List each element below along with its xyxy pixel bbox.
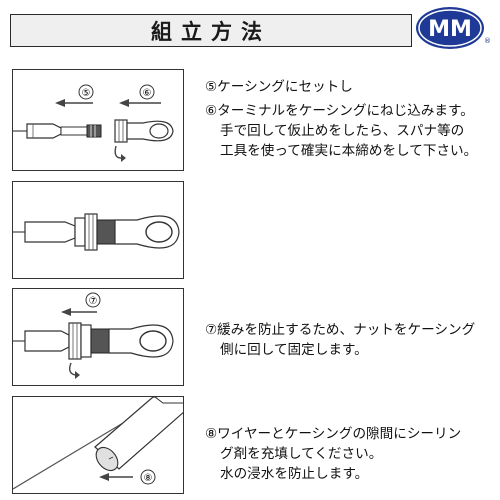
mm-logo: MM (416, 7, 484, 49)
step-8-text: ⑧ワイヤーとケーシングの隙間にシーリン グ剤を充填してください。 水の浸水を防止… (205, 424, 461, 484)
step-6-line-1: ⑥ターミナルをケーシングにねじ込みます。 (205, 103, 474, 119)
step-6-text: ⑥ターミナルをケーシングにねじ込みます。 手で回して仮止めをしたら、スパナ等の … (205, 101, 477, 161)
step-7-text: ⑦緩みを防止するため、ナットをケーシング 側に回して固定します。 (205, 320, 475, 360)
diagram-label-5: ⑤ (82, 88, 91, 99)
page-title: 組立方法 (151, 19, 271, 44)
step-8-line-3: 水の浸水を防止します。 (220, 466, 369, 482)
diagram-assembled (12, 181, 184, 279)
step-5-line-1: ⑤ケーシングにセットし (205, 79, 353, 95)
diagram-step-8: ⑧ (12, 396, 184, 494)
step-7-line-2: 側に回して固定します。 (220, 342, 368, 358)
diagram-label-6: ⑥ (143, 88, 152, 99)
step-5-text: ⑤ケーシングにセットし (205, 77, 353, 97)
step-7-line-1: ⑦緩みを防止するため、ナットをケーシング (205, 322, 476, 338)
step-7-illustration: ⑦ (13, 292, 174, 379)
title-bar: 組立方法 (10, 14, 412, 47)
step-8-line-1: ⑧ワイヤーとケーシングの隙間にシーリン (205, 426, 462, 442)
logo-text: MM (428, 17, 472, 42)
step-6-line-3: 工具を使って確実に本締めをして下さい。 (220, 143, 478, 159)
diagram-step-7: ⑦ (12, 288, 184, 386)
diagram-label-7: ⑦ (89, 296, 98, 307)
diagram-label-8: ⑧ (144, 473, 153, 484)
step-6-line-2: 手で回して仮止めをしたら、スパナ等の (220, 123, 465, 139)
step-8-line-2: グ剤を充填してください。 (220, 446, 383, 462)
registered-mark: ® (484, 37, 491, 45)
step-8-illustration: ⑧ (13, 397, 183, 490)
step-5-6-illustration: ⑤ ⑥ (13, 84, 174, 162)
diagram-step-5-6: ⑤ ⑥ (12, 69, 184, 171)
assembled-illustration (13, 213, 180, 251)
